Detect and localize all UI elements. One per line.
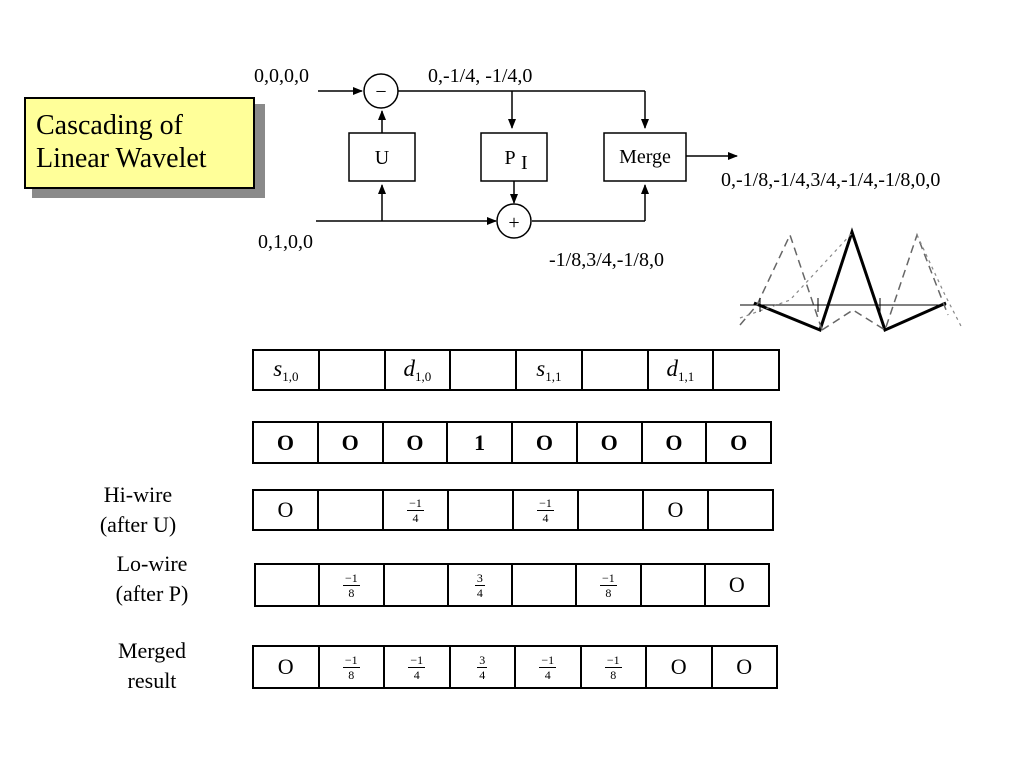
- coefficient-label-cell: s1,1: [515, 349, 583, 391]
- p-block: [480, 132, 548, 182]
- input-row-cell: O: [252, 421, 319, 464]
- input-row-cell: O: [511, 421, 578, 464]
- lo-wire-cell: [639, 563, 706, 607]
- lo-wire-label-line-2: (after P): [115, 581, 189, 606]
- hi-wire-label-line-1: Hi-wire: [103, 482, 173, 507]
- input-row-cell: O: [316, 421, 384, 464]
- coefficient-symbol: s: [273, 355, 283, 381]
- input-row-cell: O: [640, 421, 708, 464]
- coefficient-label-cell: d1,0: [383, 349, 452, 391]
- merged-label-line-2: result: [127, 668, 177, 693]
- u-block-label: U: [375, 147, 390, 169]
- input-row-cell: O: [381, 421, 449, 464]
- coefficient-subscript: 1,1: [545, 368, 562, 384]
- coefficient-label-cell: d1,1: [646, 349, 715, 391]
- add-node: [496, 203, 532, 239]
- coefficient-label-cell: [449, 349, 517, 391]
- u-block: [348, 132, 416, 182]
- bottom-output-label: -1/8,3/4,-1/8,0: [549, 249, 664, 271]
- p-block-label: P: [504, 147, 515, 169]
- title-box: Cascading of Linear Wavelet: [24, 97, 255, 189]
- coefficient-label-cell: s1,0: [252, 349, 320, 391]
- merge-block: [603, 132, 687, 182]
- lo-wire-label: Lo-wire (after P): [100, 549, 204, 609]
- input-row-cell: 1: [446, 421, 513, 464]
- title-line-2: Linear Wavelet: [36, 143, 207, 174]
- merged-output-label: 0,-1/8,-1/4,3/4,-1/4,-1/8,0,0: [721, 169, 940, 191]
- coefficient-subscript: 1,0: [415, 368, 432, 384]
- coefficient-label-cell: [317, 349, 386, 391]
- coefficient-symbol: d: [403, 355, 416, 381]
- minus-sign: −: [375, 81, 386, 103]
- merged-label-line-1: Merged: [117, 638, 187, 663]
- top-output-label: 0,-1/4, -1/4,0: [428, 65, 532, 87]
- subtract-node: [363, 73, 399, 109]
- merged-cell: O: [252, 645, 320, 689]
- coefficient-subscript: 1,1: [678, 368, 695, 384]
- coefficient-label-cell: [580, 349, 649, 391]
- merged-cell: O: [710, 645, 778, 689]
- hi-wire-cell: O: [252, 489, 319, 531]
- hi-wire-label: Hi-wire (after U): [86, 480, 190, 540]
- wavelet-sketch: [739, 227, 963, 333]
- title-line-1: Cascading of: [36, 110, 183, 141]
- merge-block-label: Merge: [619, 146, 671, 168]
- input-row-cell: O: [575, 421, 643, 464]
- lo-wire-label-line-1: Lo-wire: [116, 551, 188, 576]
- plus-sign: +: [508, 212, 519, 234]
- p-block-subscript: I: [521, 152, 528, 174]
- input-top-label: 0,0,0,0: [254, 65, 309, 87]
- lo-wire-cell: O: [703, 563, 771, 607]
- input-bottom-label: 0,1,0,0: [258, 231, 313, 253]
- lo-wire-cell: [510, 563, 578, 607]
- hi-wire-cell: [577, 489, 644, 531]
- lo-wire-cell: [382, 563, 449, 607]
- merged-cell: O: [645, 645, 713, 689]
- coefficient-symbol: s: [536, 355, 546, 381]
- coefficient-symbol: d: [666, 355, 679, 381]
- lo-wire-cell: [253, 563, 321, 607]
- hi-wire-cell: [707, 489, 774, 531]
- merged-label: Merged result: [100, 636, 204, 696]
- input-row-cell: O: [705, 421, 772, 464]
- hi-wire-cell: [447, 489, 514, 531]
- hi-wire-cell: O: [642, 489, 709, 531]
- coefficient-label-cell: [712, 349, 780, 391]
- hi-wire-cell: [317, 489, 384, 531]
- coefficient-subscript: 1,0: [282, 368, 299, 384]
- hi-wire-label-line-2: (after U): [99, 512, 177, 537]
